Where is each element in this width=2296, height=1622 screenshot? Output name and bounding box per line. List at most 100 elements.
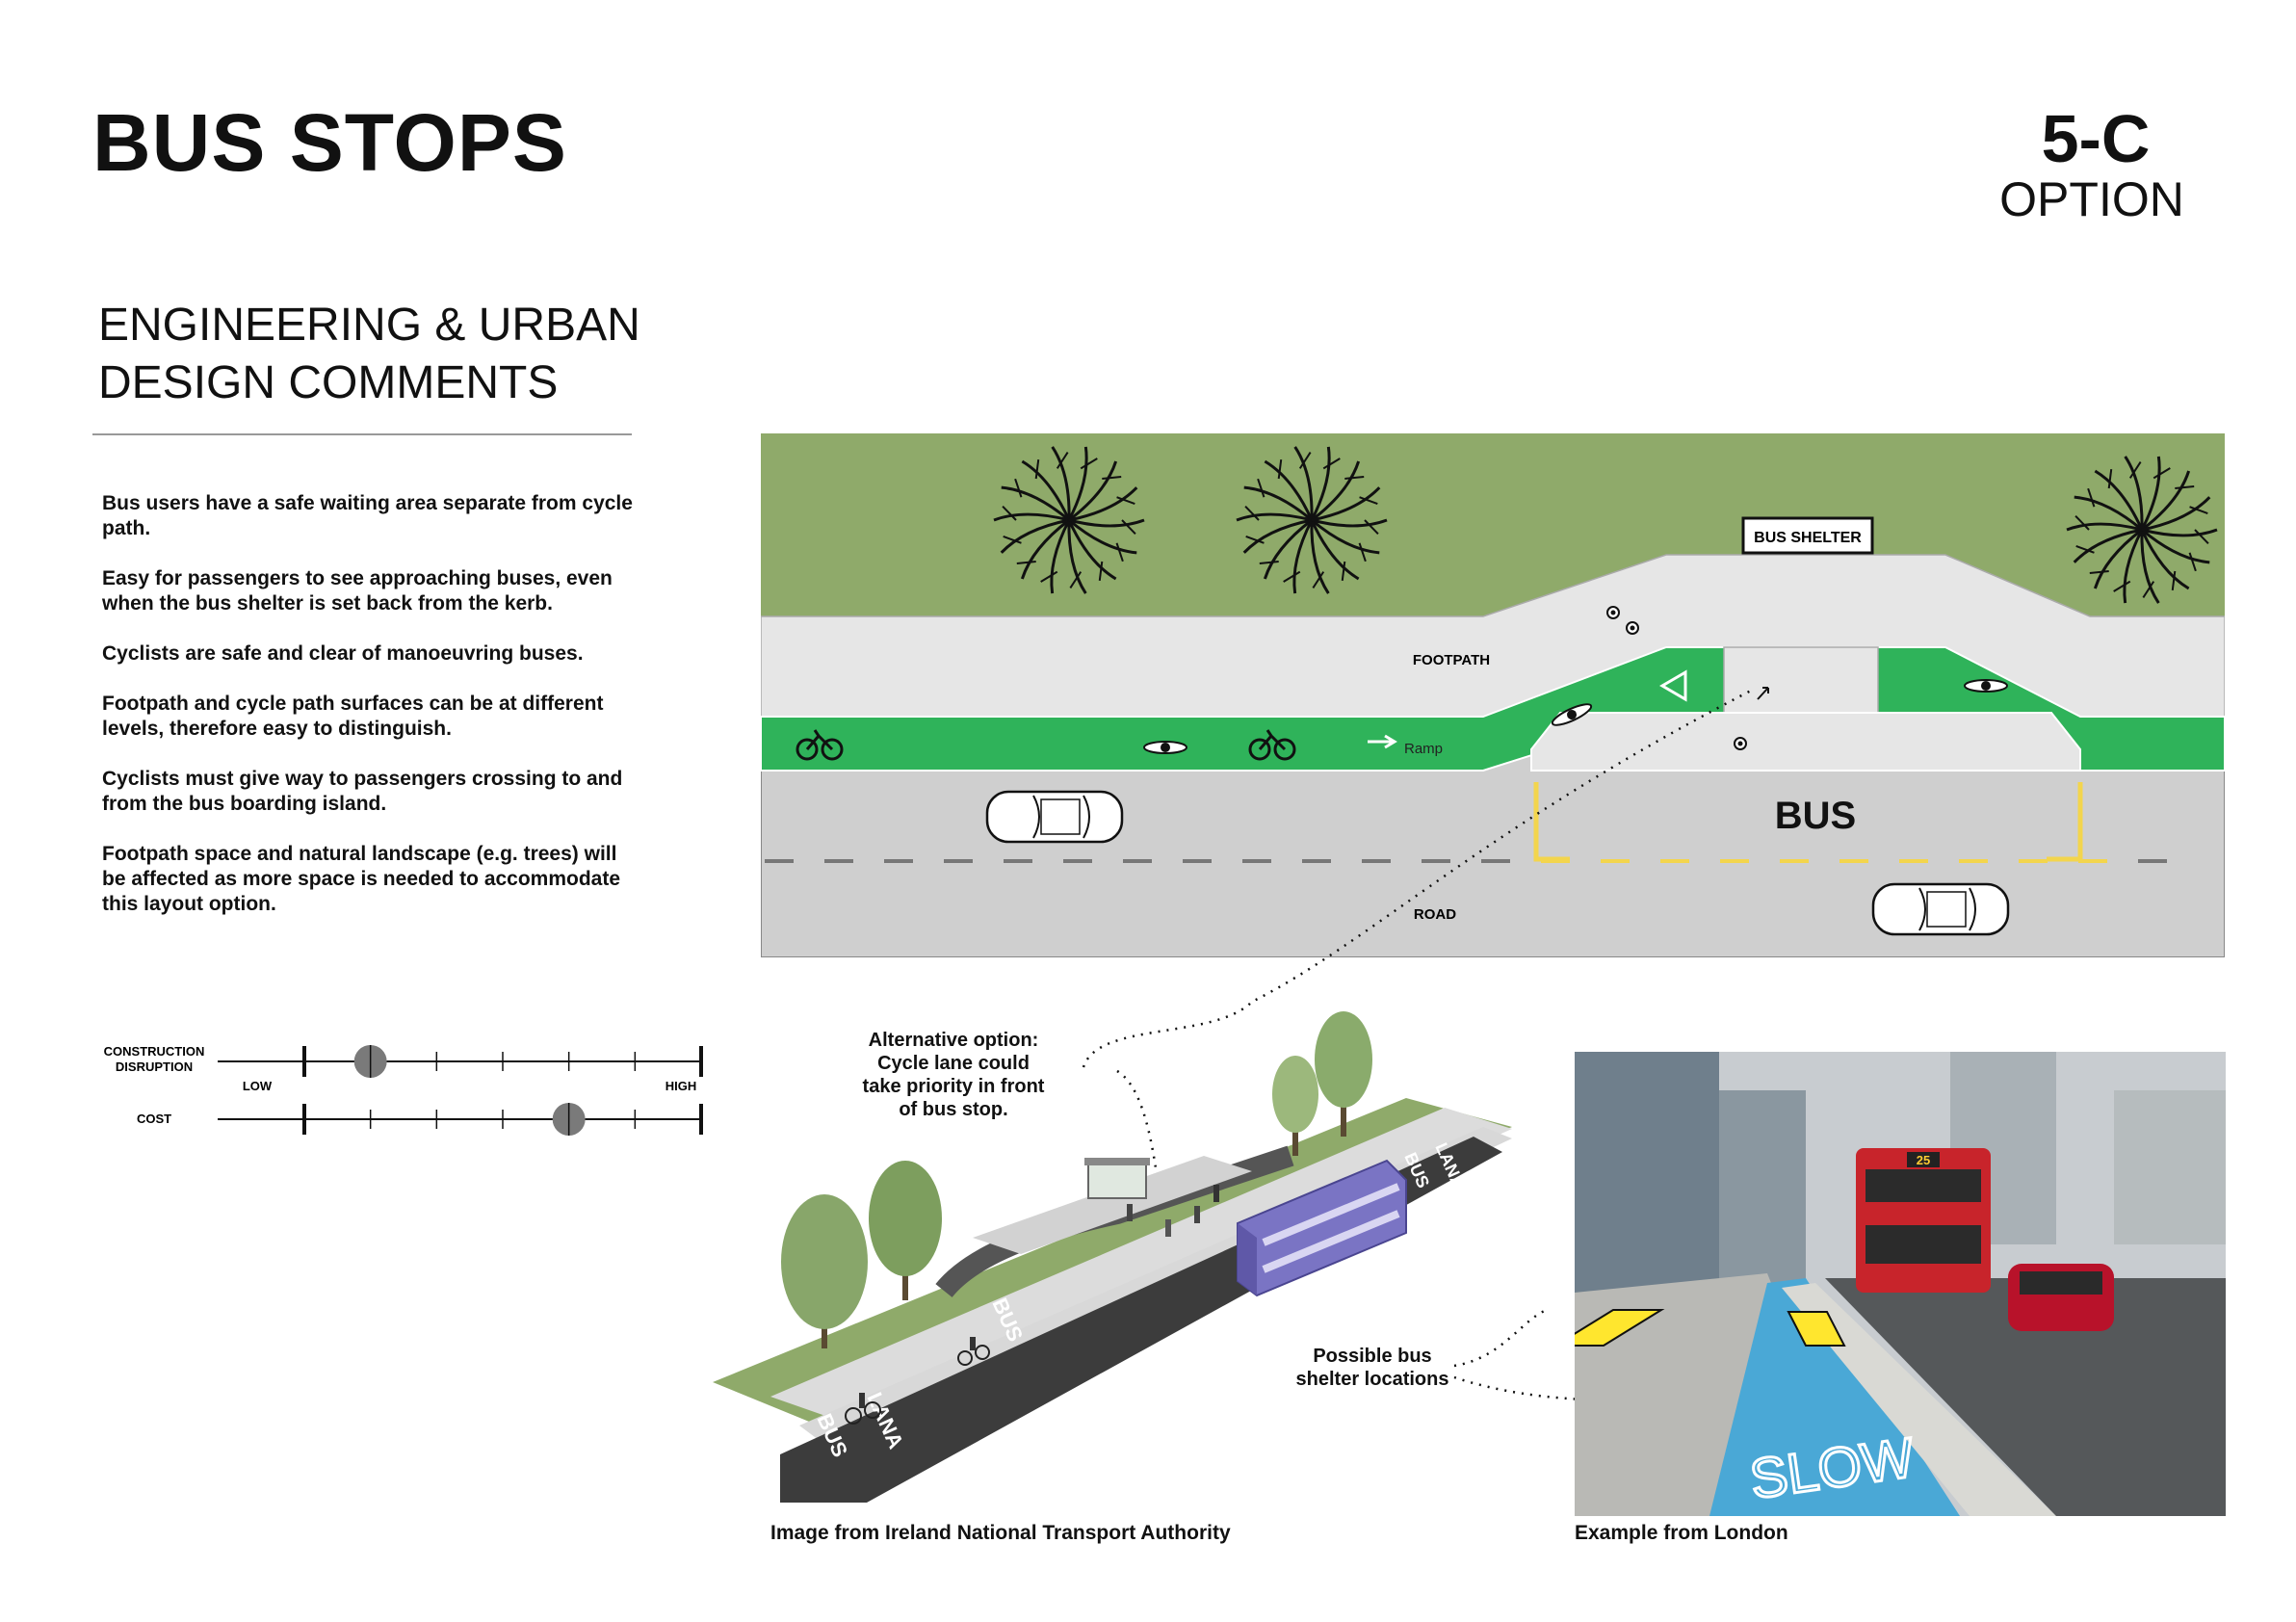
pedestrian-figures — [1127, 1185, 1219, 1237]
tree-icon — [1236, 446, 1388, 594]
lane-dash — [1004, 859, 1032, 863]
tree-twig — [1115, 542, 1124, 562]
tree-branch — [1293, 446, 1314, 521]
cyclist-icon — [1551, 703, 1593, 726]
tree-twig — [1312, 571, 1325, 589]
tree-twig — [1056, 452, 1069, 469]
comment-item: Footpath space and natural landscape (e.… — [102, 843, 621, 915]
photo-building-right-2 — [2114, 1090, 2226, 1244]
tree-branch — [2123, 529, 2144, 604]
tree-branch — [1310, 519, 1360, 581]
grass-verge — [761, 433, 2225, 616]
road-label: ROAD — [1414, 906, 1456, 923]
tree-branch — [1067, 519, 1087, 594]
car-icon — [985, 790, 1124, 844]
shelter-location-marker — [1575, 1309, 1665, 1347]
bicycle-icon — [1248, 729, 1296, 761]
comment-item: Cyclists must give way to passengers cro… — [102, 768, 623, 815]
tree-twig — [2175, 485, 2195, 489]
comment-item: Easy for passengers to see approaching b… — [102, 567, 613, 615]
lane-dash — [765, 859, 794, 863]
tree-twig — [1102, 476, 1122, 480]
lane-dash — [1780, 859, 1809, 863]
lane-dash — [1422, 859, 1450, 863]
lane-dash — [944, 859, 973, 863]
footpath-label: FOOTPATH — [1413, 652, 1490, 668]
bus-boarding-island — [1530, 712, 2081, 772]
tree-twig — [1116, 496, 1135, 505]
tree-twig — [1040, 570, 1058, 583]
shelter-locations-callout: Possible bus shelter locations — [1281, 1345, 1464, 1391]
tree-twig — [1277, 459, 1283, 480]
cyclist-illustration — [957, 1337, 990, 1366]
tree-branch — [2073, 528, 2143, 563]
callout-line: Cycle lane could — [877, 1053, 1030, 1074]
tree-branch — [1068, 460, 1118, 522]
tree-twig — [1034, 459, 1040, 480]
tree-twig — [1069, 571, 1083, 589]
tree-illustration — [781, 1194, 868, 1348]
rating-scale-cost — [218, 1103, 703, 1136]
give-way-triangle-icon — [1659, 669, 1687, 702]
tree-twig — [2188, 552, 2197, 572]
tree-twig — [1341, 561, 1346, 581]
lane-dash — [1720, 859, 1749, 863]
tree-branch — [2124, 456, 2144, 531]
tree-branch — [1067, 446, 1088, 521]
lane-dash — [1959, 859, 1988, 863]
tree-branch — [2074, 495, 2143, 532]
bus-shelter-illustration — [1084, 1158, 1150, 1199]
rating-label-disruption-1: CONSTRUCTION — [104, 1044, 205, 1059]
red-bus-illustration: 25 — [1856, 1148, 1991, 1293]
tree-twig — [1121, 519, 1136, 536]
tree-twig — [1344, 476, 1365, 480]
ramp-label: Ramp — [1404, 741, 1443, 757]
tree-illustration — [1315, 1011, 1372, 1137]
tree-twig — [2089, 570, 2109, 574]
section-heading-line1: ENGINEERING & URBAN — [98, 300, 640, 351]
tree-twig — [1244, 505, 1260, 521]
tree-twig — [1080, 458, 1098, 470]
photo-building-left-2 — [1719, 1090, 1806, 1283]
tree-branch — [1021, 459, 1071, 521]
lane-dash — [1601, 859, 1630, 863]
section-divider — [92, 433, 632, 435]
tree-branch — [1311, 460, 1361, 522]
lane-dash — [2019, 859, 2048, 863]
tree-twig — [2152, 467, 2171, 480]
lane-dash — [1660, 859, 1689, 863]
section-heading: ENGINEERING & URBAN DESIGN COMMENTS — [98, 297, 695, 412]
tree-branch — [1243, 485, 1313, 522]
rating-label-cost: COST — [137, 1112, 171, 1126]
pedestrian-icon — [1757, 687, 1769, 700]
option-code: 5-C — [2041, 101, 2151, 176]
pedestrian-icon — [1626, 621, 1639, 635]
tree-twig — [1322, 458, 1341, 470]
tree-twig — [2142, 581, 2155, 598]
bus-route-number: 25 — [1917, 1153, 1930, 1167]
comments-list: Bus users have a safe waiting area separ… — [102, 491, 641, 942]
tree-twig — [1359, 496, 1378, 505]
tree-twig — [2171, 570, 2177, 590]
comment-item: Bus users have a safe waiting area separ… — [102, 492, 633, 539]
tree-icon — [993, 446, 1145, 594]
tree-branch — [2140, 529, 2160, 604]
lane-dash — [1481, 859, 1510, 863]
pedestrian-icon — [1734, 737, 1747, 750]
pedestrian-icon — [1606, 606, 1620, 619]
tree-branch — [1264, 459, 1314, 521]
photo-road — [1825, 1278, 2226, 1516]
iso-caption: Image from Ireland National Transport Au… — [770, 1522, 1231, 1544]
tree-twig — [2075, 545, 2095, 554]
photo-caption: Example from London — [1575, 1522, 1788, 1544]
lane-dash — [1839, 859, 1868, 863]
tree-branch — [1000, 518, 1070, 554]
cyclist-illustration — [845, 1393, 881, 1425]
london-example-photo: 25 SLOW — [1575, 1052, 2226, 1516]
iso-boarding-island — [973, 1156, 1252, 1254]
tree-branch — [2066, 522, 2143, 532]
page-title: BUS STOPS — [92, 97, 567, 188]
tree-twig — [1257, 478, 1265, 498]
tree-branch — [1311, 518, 1380, 555]
tree-branch — [1310, 446, 1331, 521]
